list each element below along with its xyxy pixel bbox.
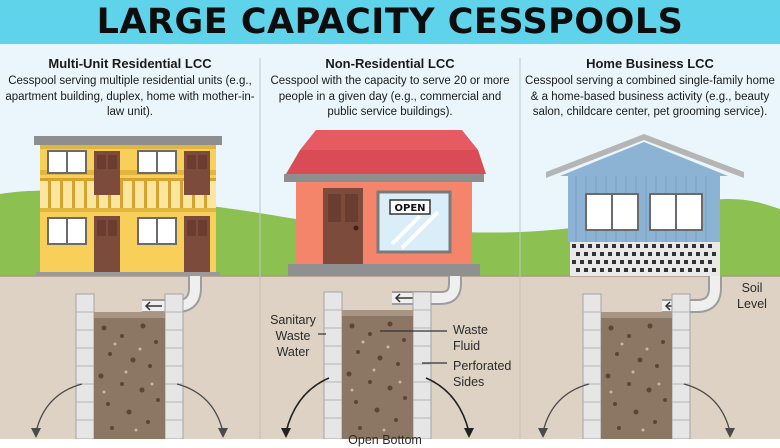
home-business	[546, 134, 744, 276]
shop-building	[284, 130, 486, 276]
panel-multi-unit: Multi-Unit Residential LCC Cesspool serv…	[5, 56, 255, 121]
title-banner: LARGE CAPACITY CESSPOOLS	[0, 0, 780, 44]
panel-description: Cesspool serving a combined single-famil…	[525, 75, 775, 118]
panel-title: Non-Residential LCC	[325, 56, 455, 71]
cesspool-center	[281, 276, 474, 439]
label-waste-fluid: Waste Fluid	[453, 323, 488, 353]
panel-description: Cesspool with the capacity to serve 20 o…	[270, 75, 510, 118]
cesspool-right	[538, 276, 735, 439]
apartment-building	[34, 136, 222, 276]
label-soil-level: Soil Level	[737, 281, 767, 311]
cesspool-diagram: OPEN	[0, 44, 780, 439]
label-perforated-sides: Perforated Sides	[453, 359, 512, 389]
label-sanitary-waste-water: Sanitary Waste Water	[270, 313, 316, 359]
panel-title: Home Business LCC	[586, 56, 714, 71]
page-title: LARGE CAPACITY CESSPOOLS	[96, 2, 684, 42]
cesspool-left	[31, 276, 228, 439]
open-sign-text: OPEN	[394, 203, 425, 214]
panel-description: Cesspool serving multiple residential un…	[5, 75, 255, 118]
label-open-bottom: Open Bottom	[348, 433, 422, 447]
panel-home-business: Home Business LCC Cesspool serving a com…	[522, 56, 778, 121]
panel-non-residential: Non-Residential LCC Cesspool with the ca…	[265, 56, 515, 121]
panel-title: Multi-Unit Residential LCC	[48, 56, 212, 71]
